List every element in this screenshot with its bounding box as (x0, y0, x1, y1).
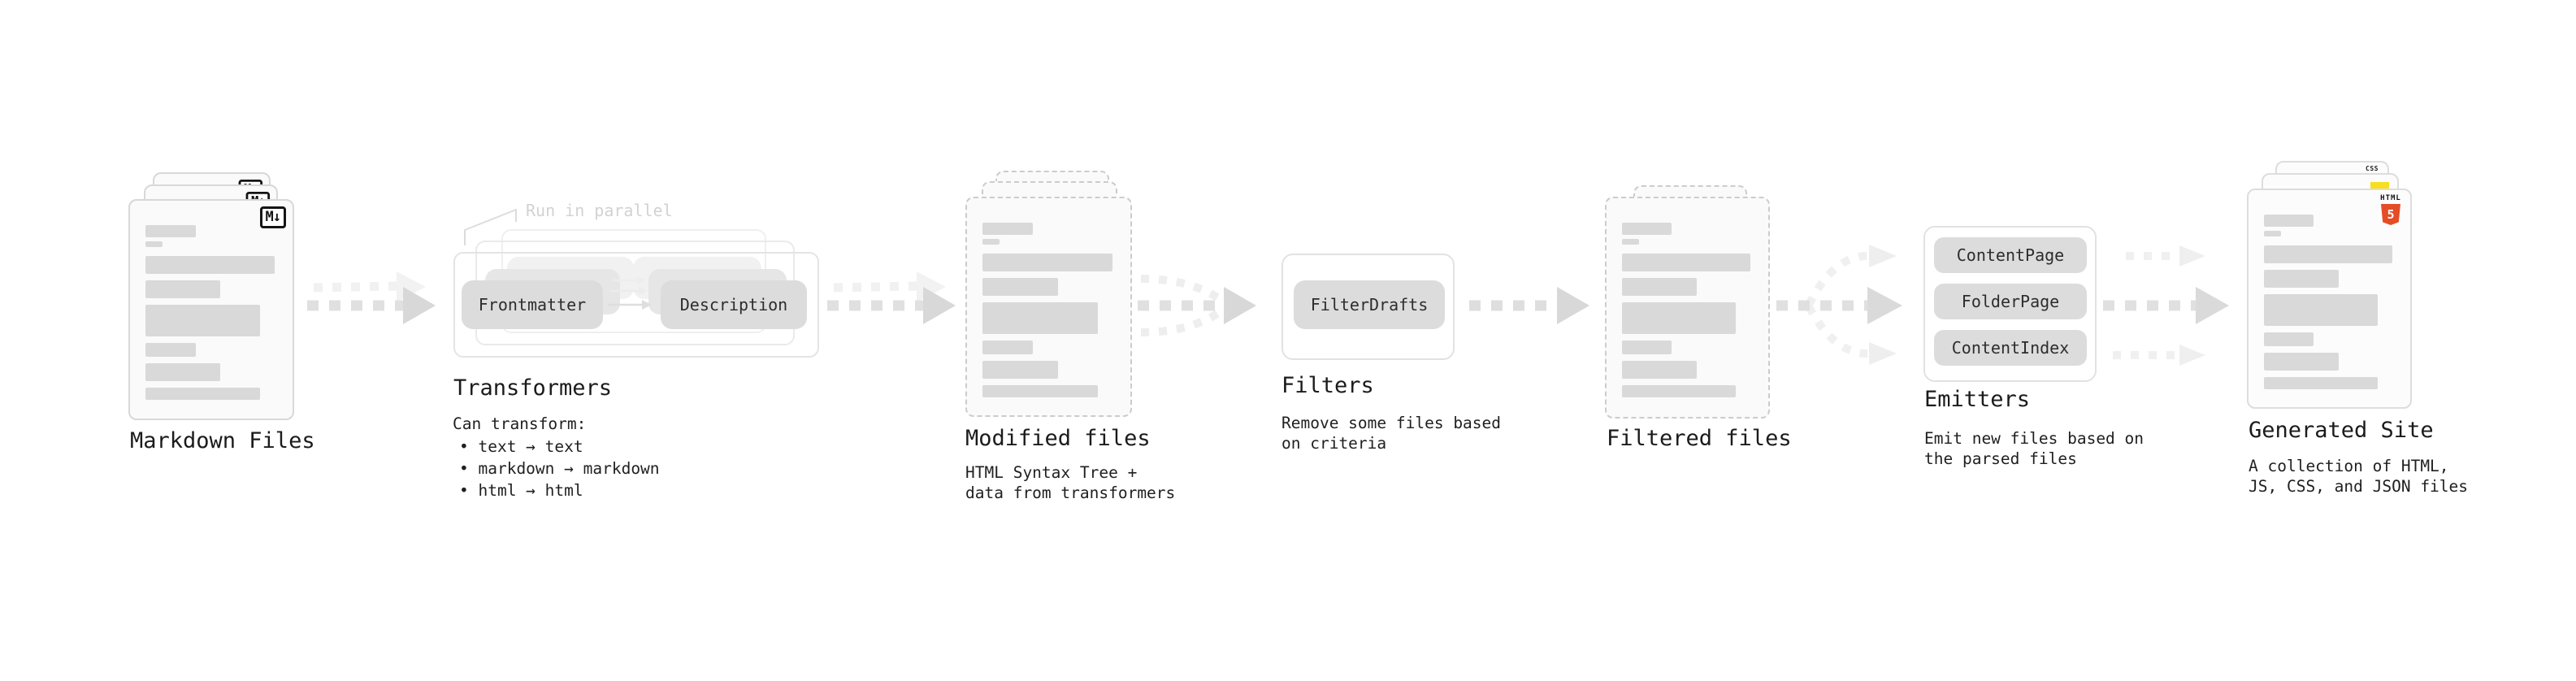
caption-line: the parsed files (1924, 449, 2077, 468)
content-line (145, 225, 196, 237)
content-line (982, 254, 1112, 271)
content-line (1622, 239, 1639, 245)
content-line (982, 223, 1033, 235)
contentindex-pill: ContentIndex (1934, 330, 2087, 366)
description-pill: Description (661, 280, 807, 329)
stage-label-modified-files: Modified files (965, 426, 1151, 451)
content-line (982, 278, 1058, 296)
caption-line: Emit new files based on (1924, 429, 2144, 448)
doc-content-lines (145, 225, 277, 400)
caption-line: A collection of HTML, (2249, 457, 2449, 475)
content-line (145, 343, 196, 357)
content-line (2264, 270, 2339, 288)
caption-line: on criteria (1281, 434, 1387, 453)
caption-line: HTML Syntax Tree + (965, 463, 1138, 482)
content-line (145, 388, 260, 400)
site-doc-front: HTML 5 (2247, 189, 2412, 409)
content-line (145, 305, 260, 336)
folderpage-pill: FolderPage (1934, 284, 2087, 319)
emitters-caption: Emit new files based on the parsed files (1924, 428, 2144, 469)
content-line (982, 340, 1033, 354)
content-line (145, 241, 163, 247)
css-icon-label: CSS (2366, 165, 2379, 172)
contentpage-pill: ContentPage (1934, 237, 2087, 273)
html5-icon: HTML 5 (2380, 195, 2401, 225)
content-line (2264, 353, 2339, 371)
content-line (982, 302, 1098, 334)
content-line (2264, 231, 2281, 236)
parallel-arrows-icon (608, 276, 652, 310)
content-line (2264, 377, 2379, 389)
transformers-bullet-list: • text → text • markdown → markdown • ht… (459, 436, 660, 501)
content-line (145, 280, 221, 298)
emitters-pill-list: ContentPage FolderPage ContentIndex (1934, 237, 2087, 366)
filterdrafts-pill: FilterDrafts (1294, 280, 1445, 329)
content-line (2264, 245, 2392, 263)
bullet-item: • html → html (459, 481, 583, 500)
triple-arrow-icon (2103, 245, 2229, 366)
fanout-arrow-icon (1776, 245, 1902, 365)
content-line (982, 361, 1058, 379)
html5-icon-shield: 5 (2381, 204, 2400, 225)
generated-site-caption: A collection of HTML, JS, CSS, and JSON … (2249, 456, 2468, 497)
markdown-doc-front: M↓ (128, 199, 294, 420)
caption-line: Remove some files based (1281, 414, 1502, 432)
stage-label-filtered-files: Filtered files (1607, 426, 1792, 451)
stage-label-markdown-files: Markdown Files (130, 428, 315, 453)
content-line (2264, 332, 2314, 346)
modified-doc-front (965, 197, 1132, 417)
stage-label-emitters: Emitters (1924, 387, 2031, 412)
doc-content-lines (2264, 215, 2395, 389)
flow-arrow-icon (307, 271, 436, 324)
stage-label-generated-site: Generated Site (2249, 418, 2434, 443)
flow-arrow-icon (1469, 287, 1589, 324)
transformers-caption: Can transform: (453, 414, 587, 433)
content-line (145, 363, 221, 381)
content-line (1622, 361, 1697, 379)
frontmatter-pill: Frontmatter (462, 280, 603, 329)
content-line (1622, 385, 1737, 397)
content-line (1622, 302, 1737, 334)
bullet-item: • text → text (459, 437, 583, 456)
stage-label-transformers: Transformers (453, 375, 613, 401)
doc-content-lines (982, 223, 1115, 397)
content-line (982, 239, 1000, 245)
filtered-doc-front (1605, 197, 1770, 419)
run-in-parallel-note: Run in parallel (526, 201, 673, 220)
content-line (1622, 278, 1697, 296)
caption-line: JS, CSS, and JSON files (2249, 477, 2469, 496)
transformer-layer-front (453, 252, 819, 358)
merge-arrow-icon (1138, 275, 1256, 336)
content-line (1622, 340, 1672, 354)
content-line (982, 385, 1098, 397)
bullet-item: • markdown → markdown (459, 459, 660, 478)
flow-arrow-icon (827, 271, 956, 324)
content-line (1622, 223, 1672, 235)
callout-leader-line (464, 209, 517, 245)
content-line (145, 256, 275, 274)
modified-files-caption: HTML Syntax Tree + data from transformer… (965, 462, 1175, 503)
content-line (2264, 215, 2314, 227)
content-line (1622, 254, 1750, 271)
caption-line: data from transformers (965, 484, 1176, 502)
filters-caption: Remove some files based on criteria (1281, 413, 1501, 453)
html5-icon-word: HTML (2380, 194, 2401, 202)
content-line (2264, 294, 2379, 326)
stage-label-filters: Filters (1281, 373, 1374, 398)
markdown-icon: M↓ (259, 206, 286, 228)
doc-content-lines (1622, 223, 1753, 397)
